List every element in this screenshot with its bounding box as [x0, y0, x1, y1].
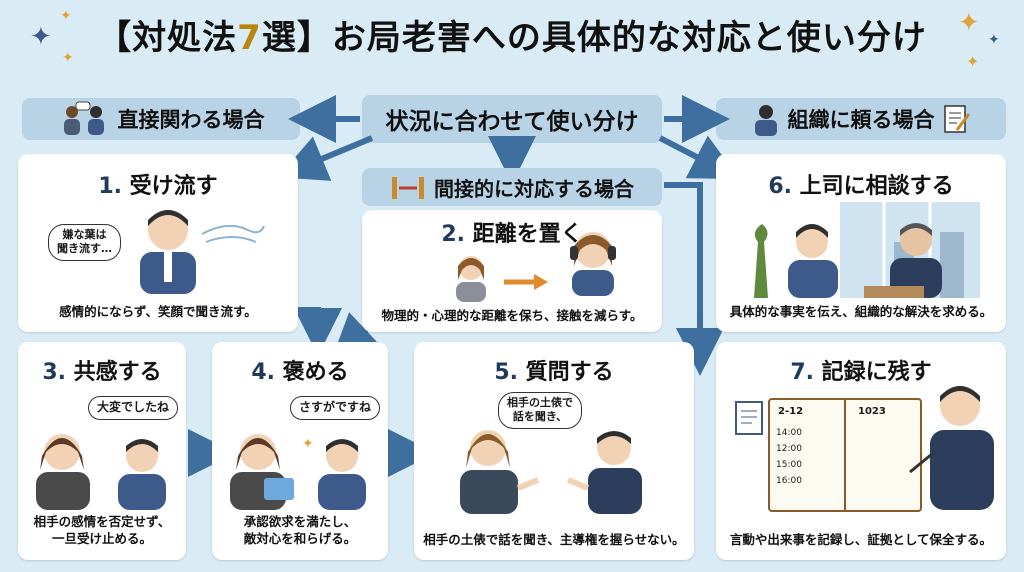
sparkle-icon: ✦: [62, 50, 74, 66]
card-caption: 言動や出来事を記録し、証拠として保全する。: [729, 532, 993, 547]
notebook-time: 15:00: [776, 460, 802, 470]
notebook: 2-12 1023 14:00 12:00 15:00 16:00: [768, 398, 922, 512]
card-title: 4. 褒める: [251, 360, 349, 385]
card-caption: 具体的な事実を伝え、組織的な解決を求める。: [729, 304, 993, 319]
wind-icon: [201, 224, 265, 243]
praise-illustration: ✦: [230, 434, 366, 510]
notebook-date: 2-12: [778, 406, 804, 417]
card-3-kyoukan: 3. 共感する 大変でしたね 相手の感情を否定せず、 一旦受け止める。: [18, 342, 186, 560]
card-5-shitsumon: 5. 質問する 相手の土俵で 話を聞き、 相手の土俵で話を聞き、主導権を握らせな…: [414, 342, 694, 560]
card-title: 1. 受け流す: [98, 174, 218, 199]
card-caption: 感情的にならず、笑顔で聞き流す。: [59, 304, 257, 319]
sparkle-icon: ✦: [60, 8, 72, 24]
two-people-illustration: [36, 434, 166, 510]
distance-icon: [392, 177, 424, 199]
clipboard-icon: [735, 401, 763, 435]
speech-bubble: 相手の土俵で 話を聞き、: [498, 392, 582, 429]
card-title: 5. 質問する: [494, 360, 614, 385]
card-caption: 相手の感情を否定せず、 一旦受け止める。: [33, 514, 171, 546]
businessman-icon: [754, 105, 777, 136]
speech-bubble: 嫌な葉は 聞き流す…: [48, 224, 121, 261]
notebook-spine: [844, 400, 846, 510]
card-2-kyori: 2. 距離を置く 物理的・心理的な距離を保ち、接触を減らす。: [362, 210, 662, 332]
card-title: 7. 記録に残す: [790, 360, 932, 385]
notebook-date: 1023: [858, 406, 886, 417]
card-1-ukenagasu: 1. 受け流す 嫌な葉は 聞き流す… 感情的にならず、笑顔で聞き流す。: [18, 154, 298, 332]
page-title: 【対処法7選】お局老害への具体的な対応と使い分け: [97, 18, 927, 58]
woman-illustration: [456, 256, 486, 302]
notebook-time: 14:00: [776, 428, 802, 438]
indirect-label: 間接的に対応する場合: [434, 176, 634, 201]
organization-pill: 組織に頼る場合: [716, 98, 1006, 140]
notebook-time: 16:00: [776, 476, 802, 486]
card-4-homeru: 4. 褒める さすがですね ✦ 承認欲求を満たし、 敵対心を和らげる。: [212, 342, 388, 560]
direct-pill: 直接関わる場合: [22, 98, 300, 140]
card-caption: 物理的・心理的な距離を保ち、接触を減らす。: [381, 308, 643, 323]
conversation-illustration: [460, 430, 642, 514]
sparkle-icon: ✦: [966, 52, 980, 71]
speech-bubble: さすがですね: [290, 396, 381, 420]
svg-text:✦: ✦: [302, 436, 314, 452]
card-title: 2. 距離を置く: [441, 222, 583, 247]
arrow-right-icon: [504, 274, 548, 290]
card-6-joushi: 6. 上司に相談する 具体的な事実を伝え、組織的な解決を求める。: [716, 154, 1006, 332]
indirect-pill: 間接的に対応する場合: [362, 168, 662, 206]
sparkle-icon: ✦: [988, 32, 1000, 48]
card-caption: 相手の土俵で話を聞き、主導権を握らせない。: [423, 532, 685, 547]
card-caption: 承認欲求を満たし、 敵対心を和らげる。: [243, 514, 357, 546]
direct-label: 直接関わる場合: [117, 108, 265, 132]
document-icon: [943, 105, 970, 133]
card-7-kiroku: 7. 記録に残す 2-12 1023 14:00 12:00 15:00 16:…: [716, 342, 1006, 560]
card-title: 6. 上司に相談する: [768, 174, 954, 199]
man-writing-illustration: [909, 386, 994, 510]
organization-label: 組織に頼る場合: [787, 108, 935, 132]
center-label: 状況に合わせて使い分け: [385, 109, 639, 135]
speech-bubble: 大変でしたね: [88, 396, 179, 420]
card-title: 3. 共感する: [42, 360, 162, 385]
man-smiling-illustration: [140, 210, 196, 294]
sparkle-icon: ✦: [30, 22, 52, 52]
notebook-time: 12:00: [776, 444, 802, 454]
sparkle-icon: ✦: [958, 8, 980, 38]
two-people-icon: [63, 101, 104, 135]
woman-headphones-illustration: [570, 232, 616, 296]
office-meeting-illustration: [754, 202, 980, 298]
center-pill: 状況に合わせて使い分け: [362, 95, 662, 143]
